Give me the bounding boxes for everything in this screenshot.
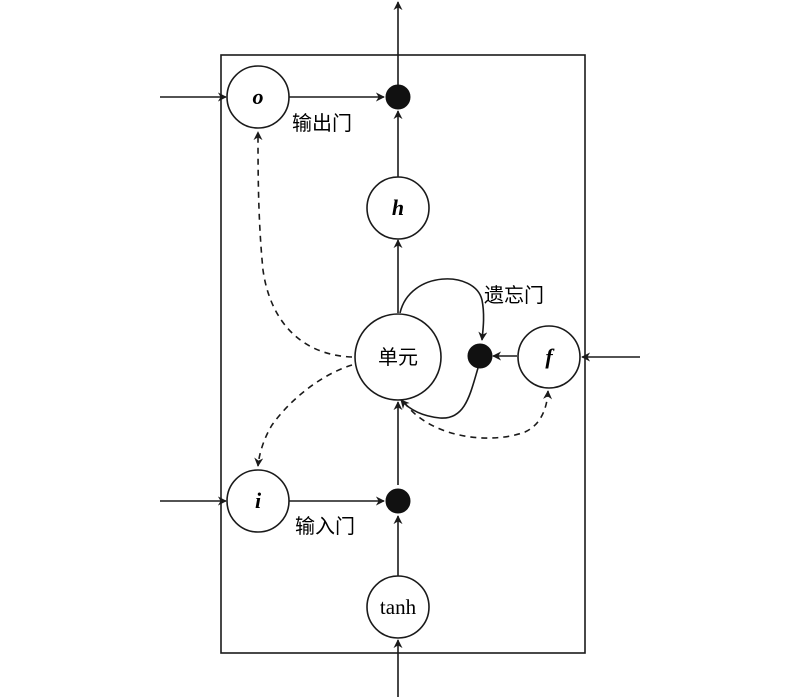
forget-gate-label: 遗忘门 (484, 283, 544, 307)
arrow-cell-to-forget-dot (399, 278, 488, 341)
cell-label: 单元 (378, 345, 418, 369)
output-gate-node: o (226, 65, 290, 129)
output-multiply-dot (385, 84, 411, 110)
output-gate-label: 输出门 (292, 111, 352, 135)
output-gate-symbol: o (253, 84, 264, 109)
input-gate-label: 输入门 (295, 514, 355, 538)
dashed-cell-to-o (253, 131, 353, 358)
tanh-label: tanh (380, 595, 417, 619)
input-multiply-dot (385, 488, 411, 514)
arrow-forget-dot-to-cell (400, 367, 479, 419)
forget-gate-node: f (517, 325, 581, 389)
forget-gate-symbol: f (545, 344, 555, 369)
dashed-cell-to-f (403, 390, 553, 439)
dashed-cell-to-i (254, 364, 353, 467)
input-gate-symbol: i (255, 488, 262, 513)
tanh-node: tanh (366, 575, 430, 639)
forget-multiply-dot (467, 343, 493, 369)
hidden-node: h (366, 176, 430, 240)
hidden-symbol: h (392, 195, 404, 220)
input-gate-node: i (226, 469, 290, 533)
cell-node: 单元 (354, 313, 442, 401)
